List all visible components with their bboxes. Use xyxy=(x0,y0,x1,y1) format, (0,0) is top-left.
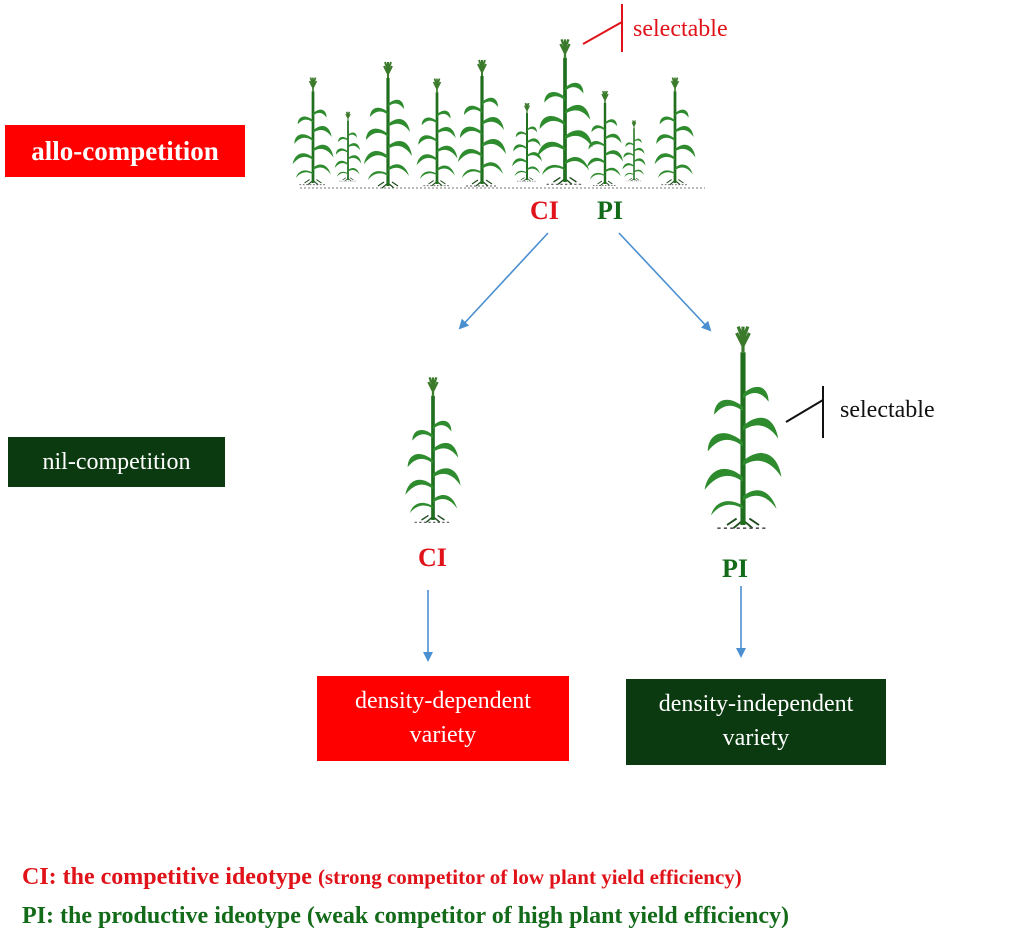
maize-plant-icon xyxy=(511,102,543,183)
allo-competition-text: allo-competition xyxy=(31,135,219,166)
nil-pi-label: PI xyxy=(722,554,748,583)
arrow-icon xyxy=(618,232,712,332)
legend-pi-main: PI: the productive ideotype xyxy=(22,903,301,929)
density-independent-variety-box: density-independent variety xyxy=(626,679,886,765)
nil-competition-label: nil-competition xyxy=(8,437,225,487)
density-dependent-line2: variety xyxy=(409,721,477,748)
maize-plant-icon xyxy=(333,110,363,182)
allo-competition-label: allo-competition xyxy=(5,125,245,177)
density-dependent-variety-box: density-dependent variety xyxy=(317,676,569,761)
maize-plant-icon xyxy=(415,77,459,188)
legend-pi: PI: the productive ideotype (weak compet… xyxy=(22,903,789,930)
nil-ci-label: CI xyxy=(418,543,447,572)
density-independent-line1: density-independent xyxy=(658,691,854,718)
nil-selectable-label: selectable xyxy=(840,397,935,423)
legend-ci: CI: the competitive ideotype (strong com… xyxy=(22,864,742,891)
maize-field xyxy=(291,37,705,190)
maize-plant-icon xyxy=(621,119,647,182)
maize-plant-icon xyxy=(653,76,697,187)
selection-bracket-icon xyxy=(785,386,824,438)
maize-plant-icon xyxy=(585,89,625,187)
maize-plant-icon xyxy=(705,327,782,529)
field-pi-label: PI xyxy=(597,196,623,225)
legend-ci-paren: (strong competitor of low plant yield ef… xyxy=(317,865,742,889)
maize-plant-icon xyxy=(535,37,595,187)
field-ci-label: CI xyxy=(530,196,559,225)
density-independent-line2: variety xyxy=(722,725,790,751)
field-selectable-label: selectable xyxy=(633,16,728,42)
legend-pi-paren: (weak competitor of high plant yield eff… xyxy=(306,903,790,929)
nil-competition-text: nil-competition xyxy=(42,448,191,475)
legend-ci-main: CI: the competitive ideotype xyxy=(22,864,312,890)
maize-plant-icon xyxy=(403,375,463,525)
arrow-icon xyxy=(458,232,549,330)
density-dependent-line1: density-dependent xyxy=(355,687,531,714)
selection-bracket-icon xyxy=(582,4,623,52)
maize-plant-icon xyxy=(362,60,414,190)
maize-plant-icon xyxy=(456,58,508,188)
maize-plant-icon xyxy=(291,76,335,187)
